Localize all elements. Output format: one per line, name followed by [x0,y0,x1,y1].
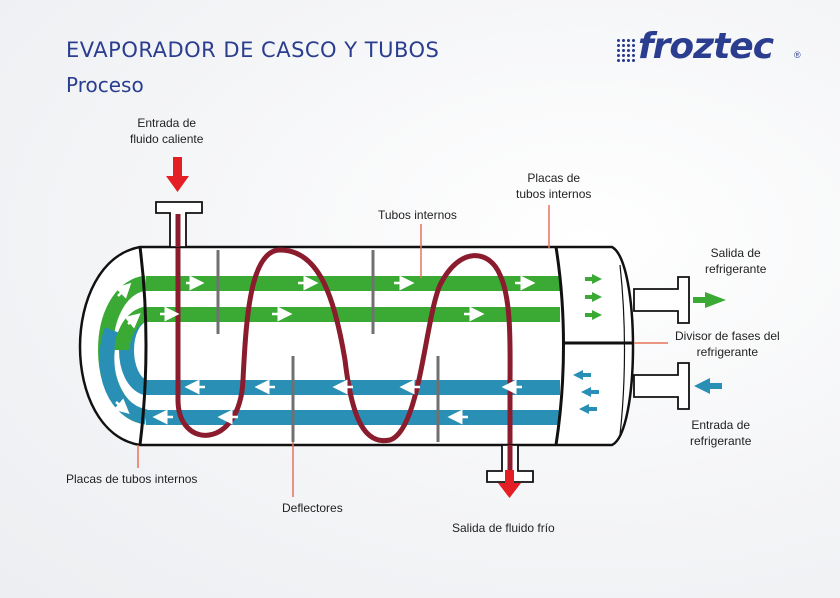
refrigerant-out-label-line1: Salida de [710,246,761,260]
refrigerant-in-arrow-icon [694,378,722,394]
u-bend-flow-arrows-icon [113,282,141,414]
head-green-arrows-icon [585,274,602,320]
logo-registered-mark: ® [794,50,801,60]
logo-dots-icon [616,38,636,64]
tube-sheet-top-label: Placas de tubos internos [516,170,591,202]
cold-outlet-arrow-icon [498,470,521,498]
hot-inlet-label: Entrada de fluido caliente [130,115,203,147]
page-subtitle: Proceso [66,73,144,97]
refrigerant-out-label-line2: refrigerante [705,262,767,276]
leader-lines [137,205,668,497]
head-right-inner [619,264,626,436]
u-bend-outer-blue [99,327,149,425]
refrigerant-outlet-nozzle [633,276,690,324]
head-blue-arrows-icon [573,370,599,414]
refrigerant-in-label: Entrada de refrigerante [690,417,751,449]
phase-divider-label: Divisor de fases del refrigerante [675,328,780,360]
logo-text: froztec [638,26,774,67]
refrigerant-inlet-nozzle [633,362,690,410]
baffles-label: Deflectores [282,501,343,515]
tube-sheet-top-label-line1: Placas de [527,171,581,185]
hot-inlet-label-line2: fluido caliente [130,132,204,146]
tube-sheet-top-label-line2: tubos internos [516,187,592,201]
refrigerant-out-arrow-icon [693,292,726,308]
refrigerant-out-label: Salida de refrigerante [705,245,766,277]
phase-divider-label-line2: refrigerante [696,345,759,359]
phase-divider-label-line1: Divisor de fases del [675,329,780,343]
froztec-logo: froztec ® [616,26,806,72]
flow-arrows-green-icon [160,275,536,322]
hot-inlet-label-line1: Entrada de [137,116,197,130]
page-title: EVAPORADOR DE CASCO Y TUBOS [66,38,440,62]
refrigerant-in-label-line2: refrigerante [690,434,752,448]
tube-sheet-right [554,246,565,446]
tube-sheet-left [138,246,148,446]
tube-green-1 [146,276,560,291]
hot-inlet-arrow-icon [166,157,189,192]
cold-outlet-label: Salida de fluido frío [452,521,555,535]
flow-arrows-blue-icon [152,379,522,425]
tube-green-2 [146,307,560,322]
hot-fluid-coil [175,214,513,452]
refrigerant-in-label-line1: Entrada de [691,418,751,432]
tube-sheet-bottom-label: Placas de tubos internos [66,472,198,486]
u-bend-inner-green [114,306,149,351]
internal-tubes-label: Tubos internos [378,208,457,222]
